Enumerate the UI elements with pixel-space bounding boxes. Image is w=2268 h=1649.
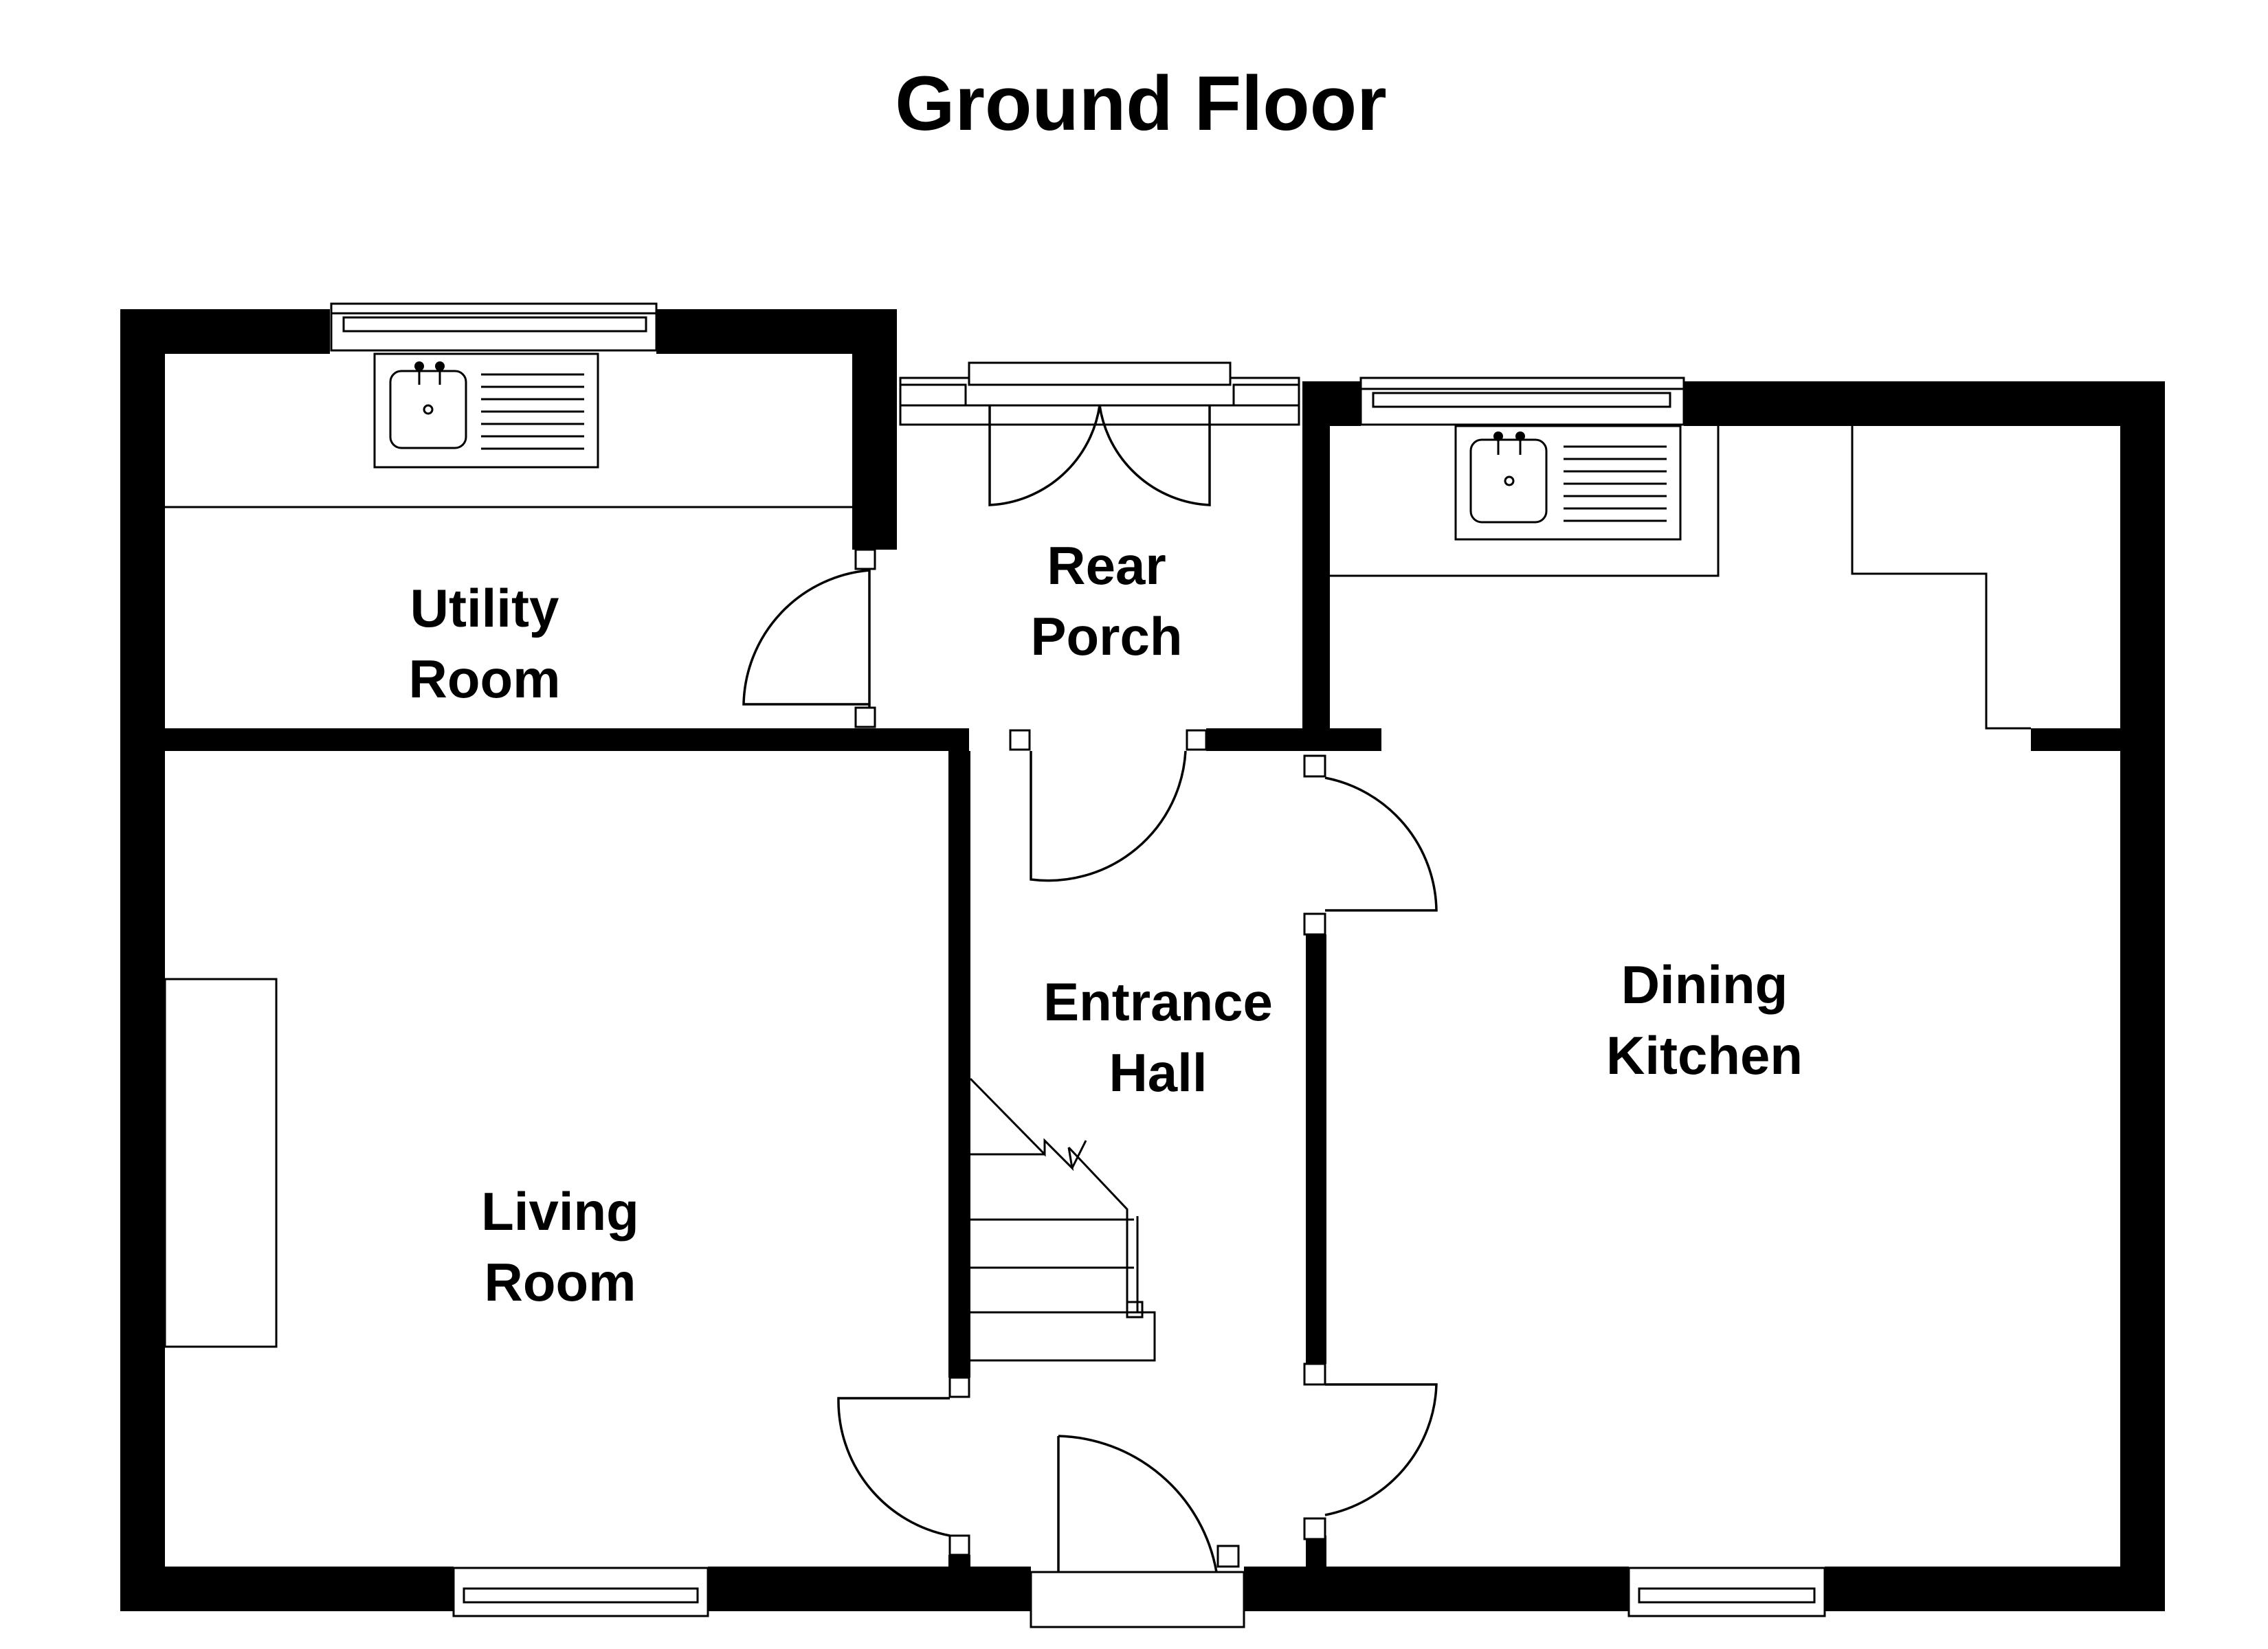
walls [120,309,2165,1611]
room-label-rear-porch-line2: Porch [1030,606,1182,666]
room-label-dining-kitchen-line1: Dining [1621,954,1788,1015]
room-label-utility-line2: Room [409,649,561,709]
doors [742,405,1438,1573]
room-label-living-line1: Living [481,1181,639,1242]
room-labels: Utility Room Rear Porch Entrance Hall Di… [409,535,1803,1312]
room-label-rear-porch-line1: Rear [1047,535,1166,596]
room-label-dining-kitchen-line2: Kitchen [1606,1025,1803,1086]
utility-sink-icon [373,352,599,469]
fixtures [164,352,2031,1362]
room-label-entrance-hall-line2: Hall [1109,1042,1207,1103]
room-label-living-line2: Room [485,1252,636,1312]
windows [330,302,1826,1628]
room-label-utility-line1: Utility [410,578,559,638]
room-label-entrance-hall-line1: Entrance [1043,972,1273,1032]
staircase-icon [969,1077,1156,1362]
floor-plan-title: Ground Floor [895,60,1387,146]
kitchen-sink-icon [1454,425,1682,541]
